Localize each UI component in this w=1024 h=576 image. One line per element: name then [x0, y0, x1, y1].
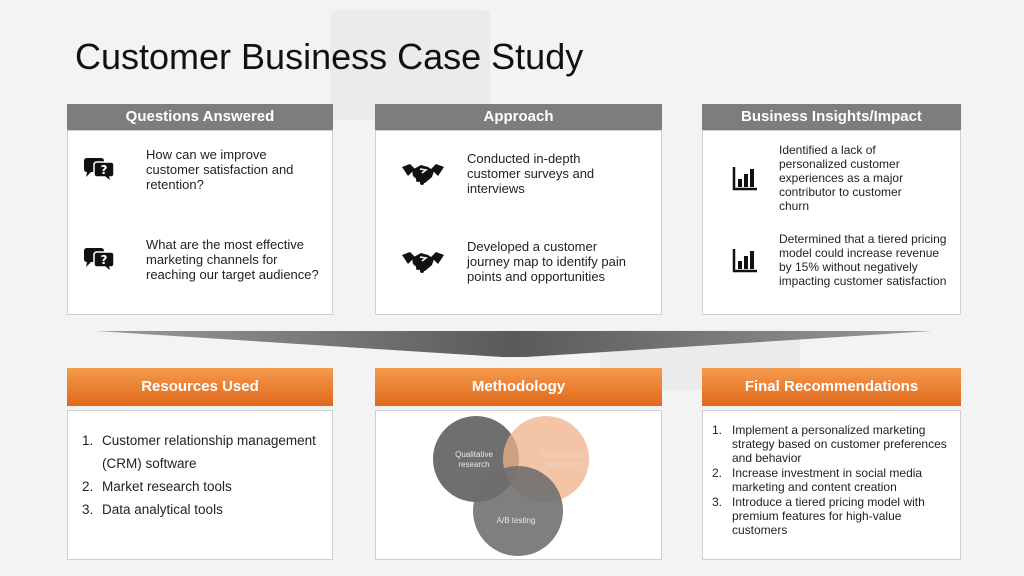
insight-text: Identified a lack of personalized custom… [779, 143, 904, 213]
list-item: 2. Market research tools [82, 475, 322, 498]
handshake-icon [400, 246, 446, 278]
questions-panel: Questions Answered ? How can we improve … [67, 104, 333, 315]
question-text: What are the most effective marketing ch… [146, 237, 319, 282]
methodology-header: Methodology [375, 368, 662, 406]
question-chat-icon: ? [80, 244, 118, 276]
svg-text:?: ? [101, 163, 108, 177]
list-item: 1. Implement a personalized marketing st… [712, 423, 957, 465]
venn-label: research [546, 460, 577, 469]
svg-text:?: ? [101, 253, 108, 267]
list-item: Developed a customer journey map to iden… [376, 239, 661, 284]
venn-label: research [458, 460, 489, 469]
list-number: 3. [82, 502, 94, 517]
list-item: 3. Data analytical tools [82, 498, 322, 521]
list-number: 2. [712, 466, 723, 480]
background-shape [330, 10, 490, 120]
resources-header: Resources Used [67, 368, 333, 406]
list-item: ? What are the most effective marketing … [68, 237, 332, 282]
methodology-panel: Methodology Qualitative research Quantit… [375, 368, 662, 560]
resource-text: Customer relationship management (CRM) s… [102, 433, 316, 471]
resources-body: 1. Customer relationship management (CRM… [67, 410, 333, 560]
list-number: 3. [712, 495, 723, 509]
venn-label: A/B testing [497, 516, 536, 525]
approach-header: Approach [375, 104, 662, 130]
insights-header: Business Insights/Impact [702, 104, 961, 130]
recommendation-text: Implement a personalized marketing strat… [732, 423, 947, 465]
venn-label: Quantitative [541, 450, 584, 459]
resources-panel: Resources Used 1. Customer relationship … [67, 368, 333, 560]
question-chat-icon: ? [80, 154, 118, 186]
list-item: Determined that a tiered pricing model c… [703, 232, 960, 288]
bar-chart-icon [730, 162, 760, 194]
list-item: Conducted in-depth customer surveys and … [376, 151, 661, 196]
list-item: ? How can we improve customer satisfacti… [68, 147, 332, 192]
list-item: 2. Increase investment in social media m… [712, 466, 957, 494]
resource-text: Data analytical tools [102, 502, 223, 517]
recommendations-panel: Final Recommendations 1. Implement a per… [702, 368, 961, 560]
question-text: How can we improve customer satisfaction… [146, 147, 294, 192]
list-number: 2. [82, 479, 94, 494]
list-item: 1. Customer relationship management (CRM… [82, 429, 322, 475]
recommendation-text: Introduce a tiered pricing model with pr… [732, 495, 925, 537]
funnel-divider [96, 331, 932, 357]
questions-body: ? How can we improve customer satisfacti… [67, 130, 333, 315]
venn-label: Qualitative [455, 450, 493, 459]
recommendations-body: 1. Implement a personalized marketing st… [702, 410, 961, 560]
questions-header: Questions Answered [67, 104, 333, 130]
list-number: 1. [712, 423, 723, 437]
list-number: 1. [82, 433, 94, 448]
venn-diagram: Qualitative research Quantitative resear… [433, 416, 589, 556]
list-item: 3. Introduce a tiered pricing model with… [712, 495, 957, 537]
recommendation-text: Increase investment in social media mark… [732, 466, 923, 494]
insight-text: Determined that a tiered pricing model c… [779, 232, 947, 288]
insights-panel: Business Insights/Impact Identified a la… [702, 104, 961, 315]
bar-chart-icon [730, 244, 760, 276]
recommendations-header: Final Recommendations [702, 368, 961, 406]
venn-circle-ab-testing [473, 466, 563, 556]
page-title: Customer Business Case Study [75, 36, 584, 77]
approach-body: Conducted in-depth customer surveys and … [375, 130, 662, 315]
approach-text: Conducted in-depth customer surveys and … [467, 151, 595, 196]
approach-panel: Approach Conducted in-depth customer sur… [375, 104, 662, 315]
handshake-icon [400, 158, 446, 190]
resource-text: Market research tools [102, 479, 232, 494]
methodology-body: Qualitative research Quantitative resear… [375, 410, 662, 560]
list-item: Identified a lack of personalized custom… [703, 143, 960, 213]
insights-body: Identified a lack of personalized custom… [702, 130, 961, 315]
approach-text: Developed a customer journey map to iden… [467, 239, 626, 284]
